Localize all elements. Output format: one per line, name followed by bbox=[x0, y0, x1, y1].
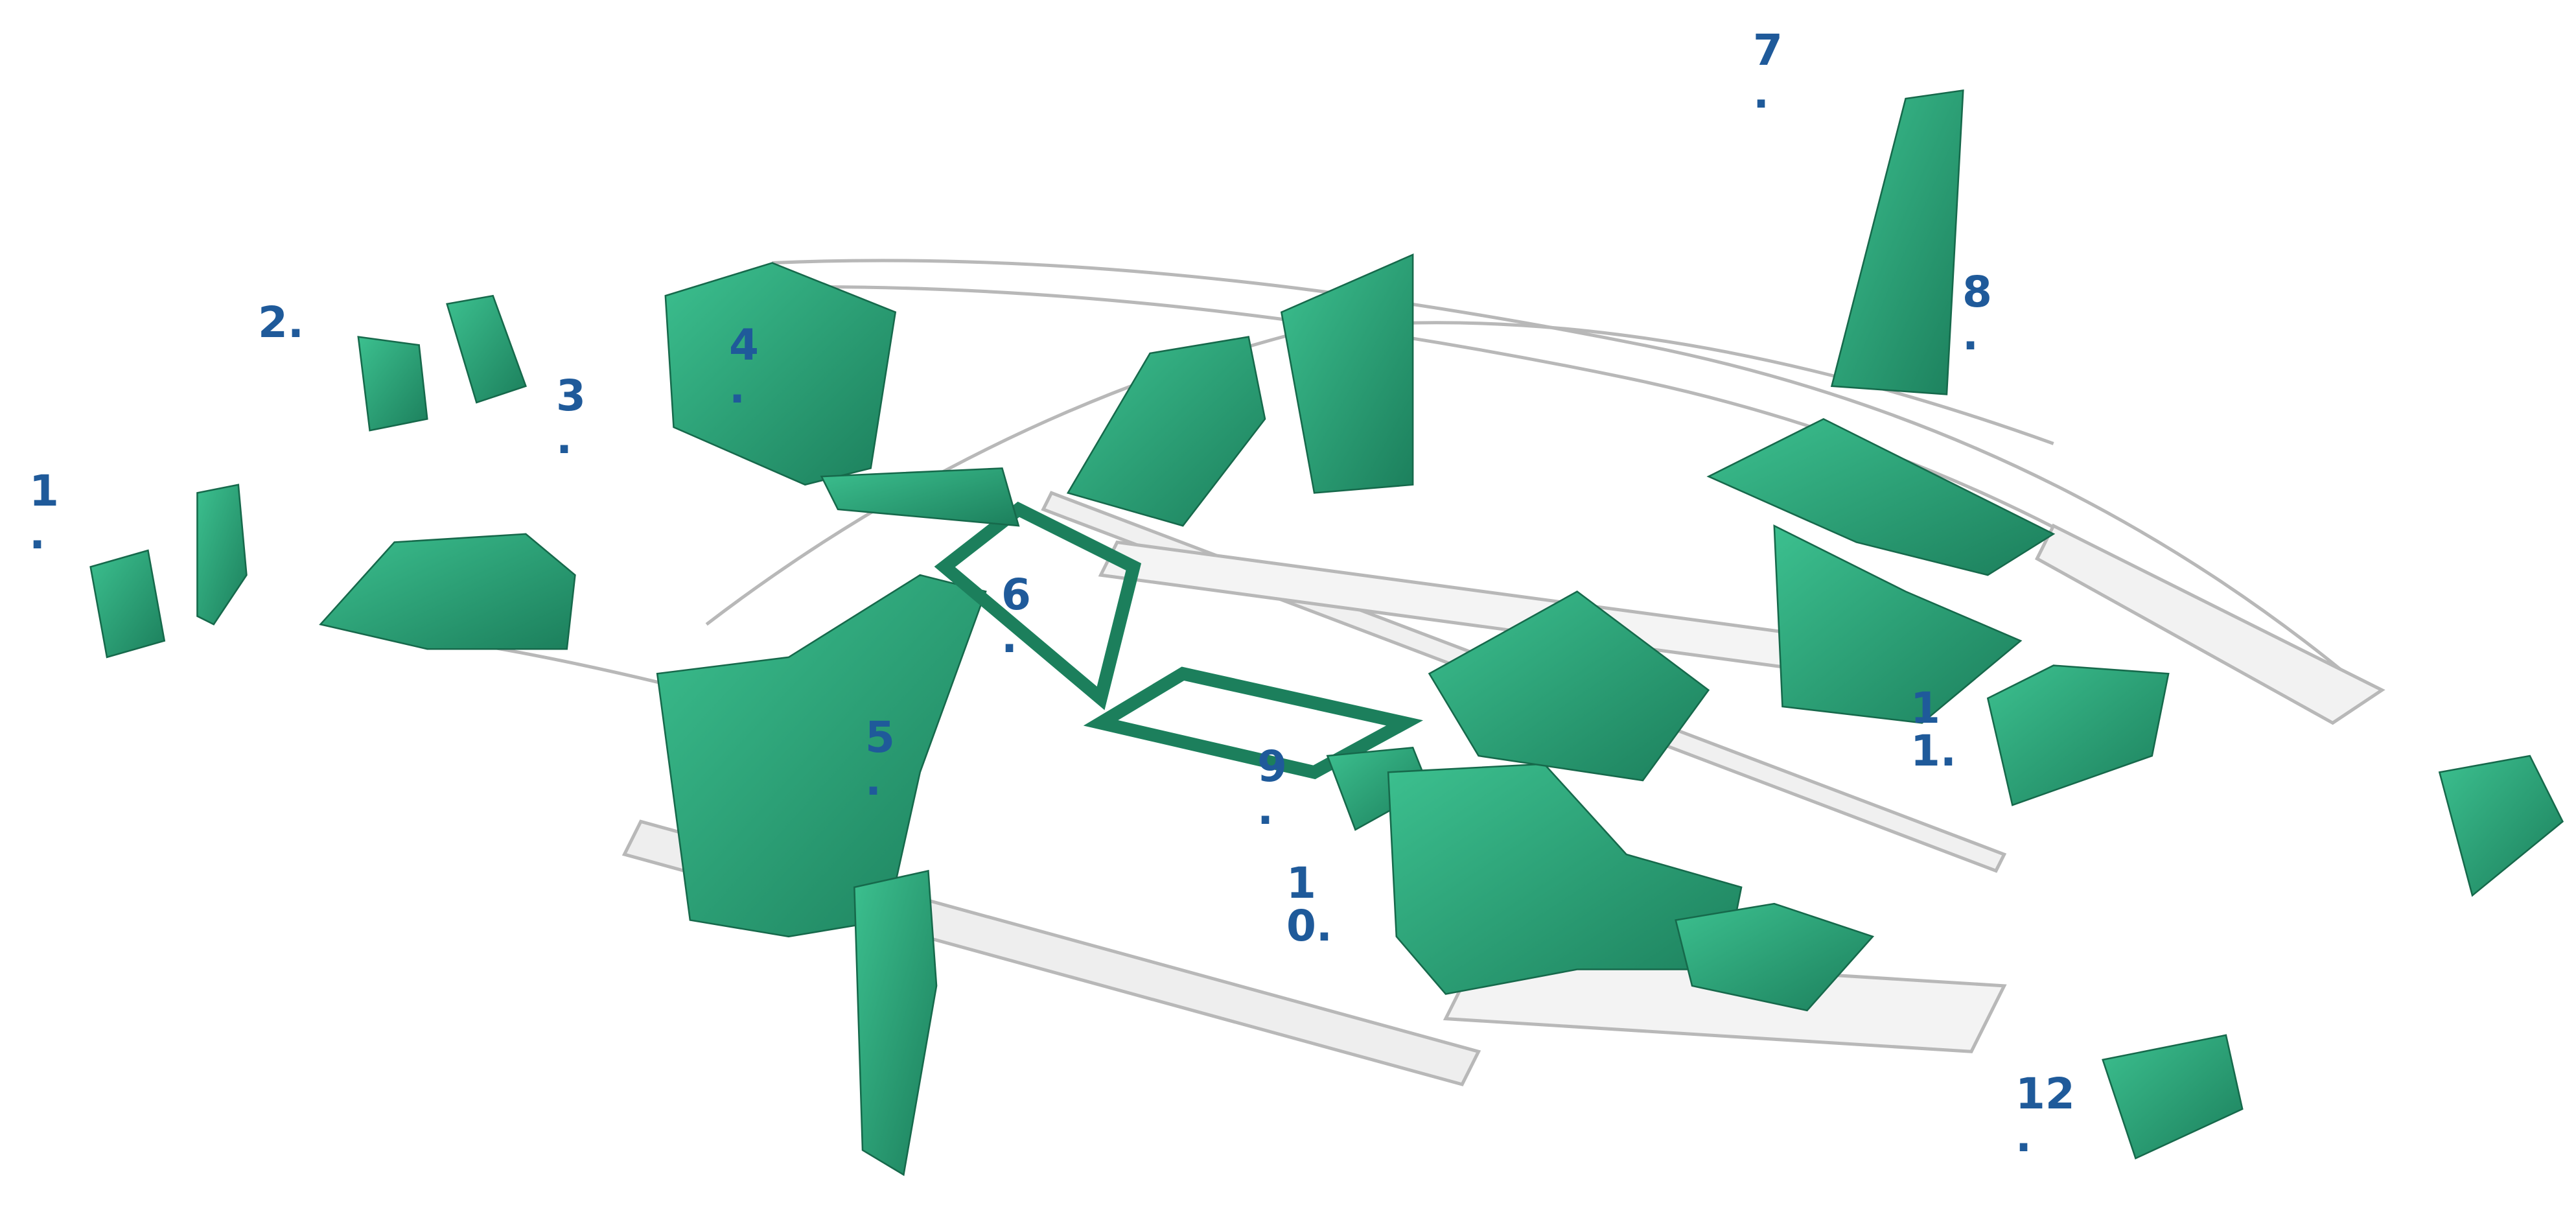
part-3 bbox=[446, 294, 528, 404]
part-4 bbox=[664, 262, 897, 486]
label-10-line2: 0. bbox=[1286, 901, 1332, 951]
label-2-line1: 2. bbox=[258, 298, 304, 347]
label-6: 6. bbox=[1001, 574, 1031, 659]
label-4-line2: . bbox=[729, 363, 746, 413]
label-7-line2: . bbox=[1753, 68, 1770, 118]
part-1b bbox=[196, 484, 248, 626]
part-a-pillar bbox=[656, 574, 987, 938]
label-1-line2: . bbox=[29, 509, 46, 559]
part-2 bbox=[357, 336, 428, 432]
label-2: 2. bbox=[258, 301, 304, 344]
label-4-line1: 4 bbox=[729, 320, 759, 370]
label-11-line2: 1. bbox=[1910, 726, 1956, 776]
part-floor-cross bbox=[1428, 591, 1710, 782]
part-front-apron bbox=[319, 533, 576, 650]
label-7: 7. bbox=[1753, 29, 1783, 115]
label-3: 3. bbox=[556, 375, 586, 460]
label-10-line1: 1 bbox=[1286, 858, 1316, 908]
label-1-line1: 1 bbox=[29, 466, 59, 516]
label-8-line2: . bbox=[1962, 310, 1979, 360]
label-4: 4. bbox=[729, 324, 759, 410]
part-rear-right bbox=[2438, 755, 2564, 897]
label-9-line2: . bbox=[1257, 784, 1274, 834]
highlighted-parts bbox=[89, 89, 2564, 1176]
part-rear-rail bbox=[1706, 417, 2056, 576]
part-b-pillar bbox=[1280, 253, 1414, 494]
label-8-line1: 8 bbox=[1962, 267, 1992, 317]
part-5 bbox=[853, 869, 938, 1176]
label-9-line1: 9 bbox=[1257, 742, 1287, 791]
label-8: 8. bbox=[1962, 271, 1992, 357]
part-rear-floor bbox=[1773, 524, 2023, 724]
part-9 bbox=[1083, 666, 1424, 780]
label-12-line1: 12 bbox=[2015, 1069, 2075, 1119]
label-6-line1: 6 bbox=[1001, 570, 1031, 620]
label-11-line1: 1 bbox=[1910, 683, 1940, 733]
label-3-line2: . bbox=[556, 414, 573, 463]
part-7-8 bbox=[1830, 89, 1964, 395]
label-5-line2: . bbox=[865, 755, 882, 805]
label-12-line2: . bbox=[2015, 1112, 2032, 1162]
label-9: 9. bbox=[1257, 745, 1287, 831]
part-11 bbox=[1986, 664, 2170, 806]
part-12 bbox=[2102, 1034, 2244, 1160]
label-7-line1: 7 bbox=[1753, 25, 1783, 75]
label-12: 12. bbox=[2015, 1073, 2075, 1158]
part-10b bbox=[1675, 902, 1875, 1012]
label-3-line1: 3 bbox=[556, 371, 586, 421]
label-6-line2: . bbox=[1001, 613, 1018, 662]
part-1a bbox=[89, 549, 166, 659]
part-roof-bow bbox=[1066, 336, 1266, 527]
label-1: 1. bbox=[29, 470, 59, 556]
label-5-line1: 5 bbox=[865, 712, 895, 762]
part-6 bbox=[934, 501, 1142, 710]
label-5: 5. bbox=[865, 716, 895, 802]
part-shelf bbox=[820, 467, 1020, 527]
